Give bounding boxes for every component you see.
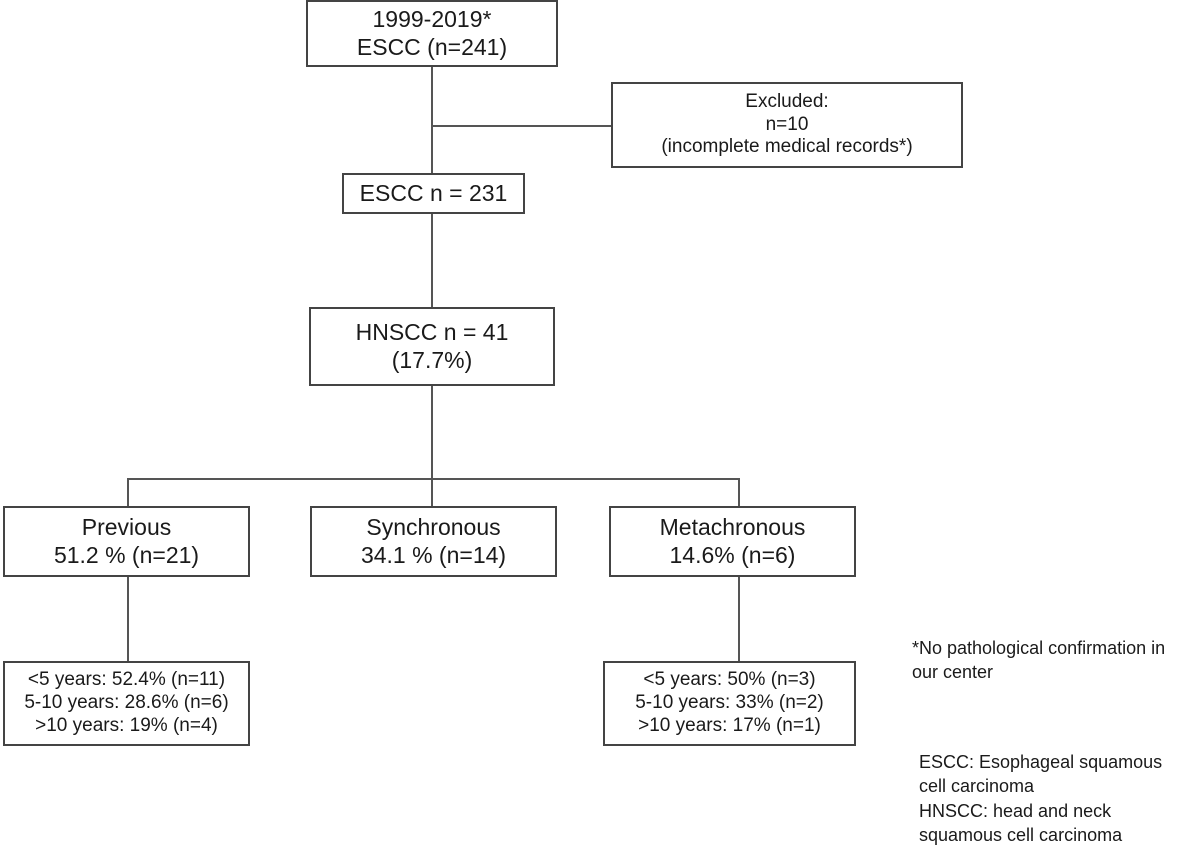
connector-previous-detail xyxy=(127,576,129,662)
excluded-reason: (incomplete medical records*) xyxy=(661,136,913,158)
previous-detail-lt5: <5 years: 52.4% (n=11) xyxy=(27,669,226,691)
abbreviation-escc-cont: cell carcinoma xyxy=(919,776,1035,797)
connector-escc-hnscc xyxy=(431,212,433,308)
connector-excluded xyxy=(432,125,612,127)
excluded-box: Excluded: n=10 (incomplete medical recor… xyxy=(611,82,963,168)
hnscc-box: HNSCC n = 41 (17.7%) xyxy=(309,307,555,386)
previous-value: 51.2 % (n=21) xyxy=(53,541,200,568)
synchronous-title: Synchronous xyxy=(366,513,501,540)
connector-start-escc xyxy=(431,65,433,174)
synchronous-value: 34.1 % (n=14) xyxy=(360,541,507,568)
excluded-count: n=10 xyxy=(765,113,809,135)
start-box: 1999-2019* ESCC (n=241) xyxy=(306,0,558,67)
metachronous-detail-5to10: 5-10 years: 33% (n=2) xyxy=(635,692,824,714)
branch-horizontal xyxy=(127,478,740,480)
footnote: *No pathological confirmation in our cen… xyxy=(912,636,1197,685)
previous-detail-box: <5 years: 52.4% (n=11) 5-10 years: 28.6%… xyxy=(3,661,250,746)
footnote-line-1: *No pathological confirmation in xyxy=(912,638,1166,658)
excluded-title: Excluded: xyxy=(745,90,829,112)
start-period: 1999-2019* xyxy=(372,5,492,32)
abbreviation-hnscc: HNSCC: head and neck xyxy=(919,800,1112,821)
start-count: ESCC (n=241) xyxy=(356,33,508,60)
previous-box: Previous 51.2 % (n=21) xyxy=(3,506,250,577)
metachronous-detail-box: <5 years: 50% (n=3) 5-10 years: 33% (n=2… xyxy=(603,661,856,746)
synchronous-box: Synchronous 34.1 % (n=14) xyxy=(310,506,557,577)
metachronous-detail-lt5: <5 years: 50% (n=3) xyxy=(643,669,816,691)
escc-box: ESCC n = 231 xyxy=(342,173,525,214)
previous-detail-5to10: 5-10 years: 28.6% (n=6) xyxy=(24,692,229,714)
hnscc-percent: (17.7%) xyxy=(391,346,473,373)
escc-count: ESCC n = 231 xyxy=(359,179,508,206)
connector-hnscc-branch xyxy=(431,385,433,507)
hnscc-count: HNSCC n = 41 xyxy=(355,318,509,345)
branch-drop-previous xyxy=(127,478,129,507)
connector-metachronous-detail xyxy=(738,576,740,662)
abbreviations: ESCC: Esophageal squamous cell carcinoma… xyxy=(919,750,1197,847)
metachronous-box: Metachronous 14.6% (n=6) xyxy=(609,506,856,577)
abbreviation-escc: ESCC: Esophageal squamous xyxy=(919,752,1163,772)
metachronous-detail-gt10: >10 years: 17% (n=1) xyxy=(638,714,821,736)
branch-drop-metachronous xyxy=(738,478,740,507)
metachronous-title: Metachronous xyxy=(659,513,806,540)
previous-title: Previous xyxy=(81,513,172,540)
previous-detail-gt10: >10 years: 19% (n=4) xyxy=(35,714,218,736)
abbreviation-hnscc-cont: squamous cell carcinoma xyxy=(919,824,1123,845)
metachronous-value: 14.6% (n=6) xyxy=(669,541,796,568)
footnote-line-2: our center xyxy=(912,662,994,683)
